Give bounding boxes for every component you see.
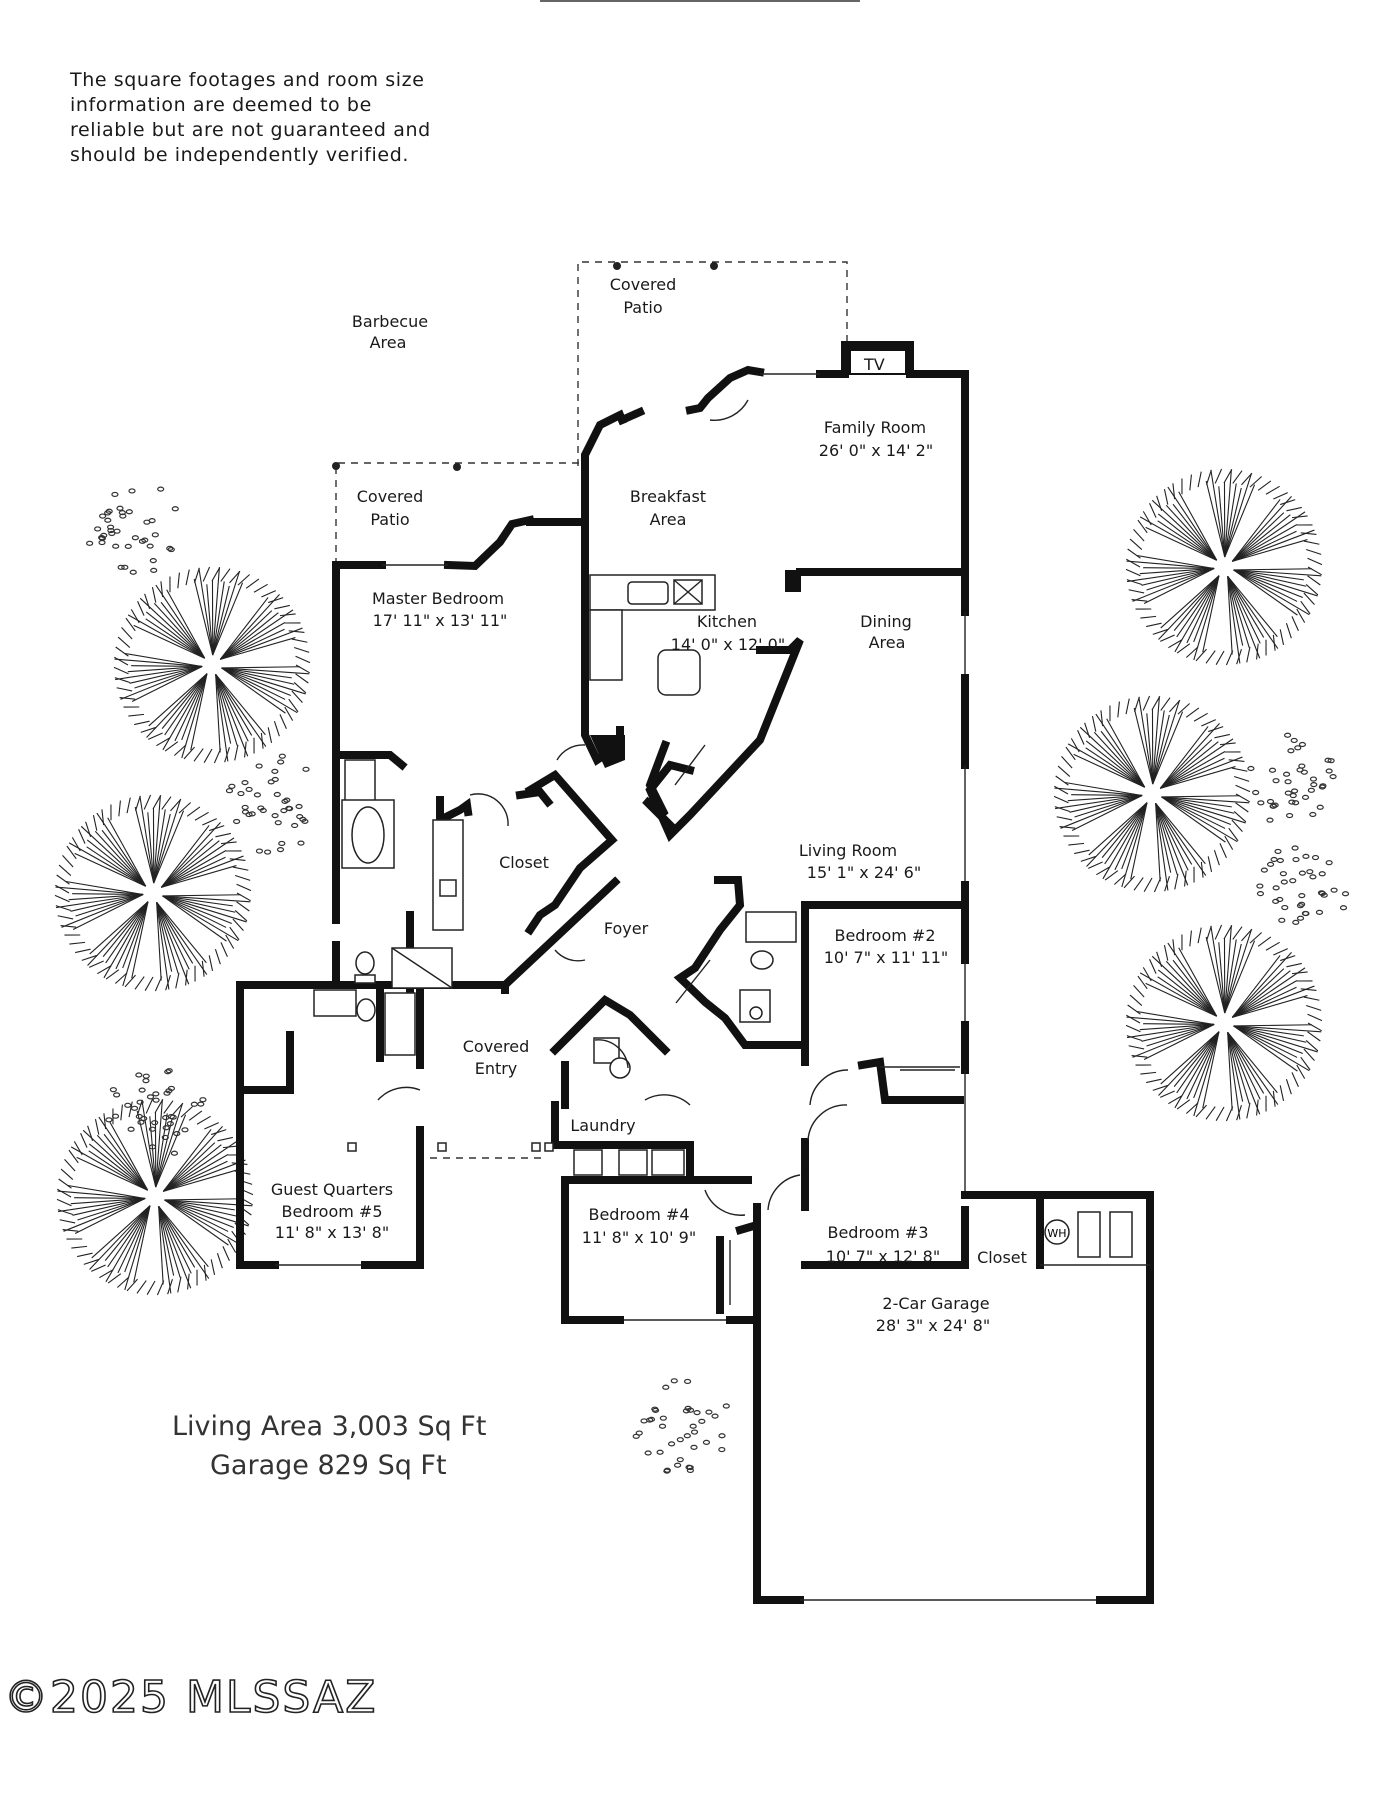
shrub-icon	[105, 1068, 207, 1156]
barbecue-label: Area	[370, 333, 407, 352]
disclaimer-line: should be independently verified.	[70, 144, 410, 166]
tree-icon	[1053, 695, 1251, 893]
family-room-size: 26' 0" x 14' 2"	[819, 441, 933, 460]
disclaimer-line: reliable but are not guaranteed and	[70, 119, 431, 141]
garage-area-total: Garage 829 Sq Ft	[210, 1450, 447, 1481]
foyer-label: Foyer	[604, 919, 649, 938]
walls	[236, 341, 1154, 1604]
dining-label: Dining	[860, 612, 912, 631]
patio-outline	[577, 261, 848, 466]
kitchen-size: 14' 0" x 12' 0"	[671, 635, 785, 654]
tree-icon	[1125, 468, 1323, 666]
disclaimer: The square footages and room size inform…	[70, 68, 450, 168]
tree-icon	[113, 566, 311, 764]
garage-label: 2-Car Garage	[882, 1294, 989, 1313]
door-swings	[377, 399, 955, 1305]
bedroom-3-size: 10' 7" x 12' 8"	[826, 1247, 940, 1266]
laundry-label: Laundry	[570, 1116, 635, 1135]
post	[613, 262, 621, 270]
disclaimer-line: The square footages and room size	[70, 69, 425, 91]
tv-box	[849, 349, 907, 375]
entry-label: Covered	[463, 1037, 530, 1056]
guest-quarters-label: Guest Quarters	[271, 1180, 393, 1199]
breakfast-label: Breakfast	[630, 487, 706, 506]
shrub-icon	[86, 486, 179, 575]
tree-icon	[1125, 924, 1323, 1122]
entry-label: Entry	[475, 1059, 518, 1078]
guest-quarters-size: 11' 8" x 13' 8"	[275, 1223, 389, 1242]
patio-label: Covered	[357, 487, 424, 506]
patio-label: Patio	[370, 510, 409, 529]
shrub-icon	[1256, 845, 1350, 925]
shrub-icon	[1247, 732, 1337, 823]
tv-label: TV	[863, 355, 885, 374]
breakfast-label: Area	[650, 510, 687, 529]
bedroom-4-size: 11' 8" x 10' 9"	[582, 1228, 696, 1247]
master-bedroom-size: 17' 11" x 13' 11"	[373, 611, 508, 630]
fixtures	[313, 574, 1133, 1258]
post	[710, 262, 718, 270]
guest-quarters-label: Bedroom #5	[281, 1202, 382, 1221]
living-room-size: 15' 1" x 24' 6"	[807, 863, 921, 882]
closet-label: Closet	[499, 853, 549, 872]
bedroom-2-label: Bedroom #2	[834, 926, 935, 945]
bedroom-3-label: Bedroom #3	[827, 1223, 928, 1242]
post	[453, 463, 461, 471]
post	[332, 462, 340, 470]
watermark: ©2025 MLSSAZ	[4, 1672, 377, 1723]
shrub-icon	[225, 753, 310, 855]
garage-size: 28' 3" x 24' 8"	[876, 1316, 990, 1335]
patio-label: Covered	[610, 275, 677, 294]
shrub-icon	[632, 1378, 730, 1474]
patio-label: Patio	[623, 298, 662, 317]
water-heater-label: WH	[1047, 1227, 1066, 1240]
living-area-total: Living Area 3,003 Sq Ft	[172, 1411, 486, 1442]
bedroom-4-label: Bedroom #4	[588, 1205, 689, 1224]
disclaimer-line: information are deemed to be	[70, 94, 372, 116]
room-labels: Barbecue Area Covered Patio Family Room …	[271, 275, 1067, 1335]
tree-icon	[54, 794, 252, 992]
kitchen-label: Kitchen	[697, 612, 757, 631]
living-room-label: Living Room	[799, 841, 897, 860]
family-room-label: Family Room	[824, 418, 926, 437]
barbecue-label: Barbecue	[352, 312, 428, 331]
dining-label: Area	[869, 633, 906, 652]
master-bedroom-label: Master Bedroom	[372, 589, 504, 608]
closet-label: Closet	[977, 1248, 1027, 1267]
tree-icon	[56, 1098, 254, 1296]
bedroom-2-size: 10' 7" x 11' 11"	[824, 948, 949, 967]
patio-outline	[335, 462, 580, 565]
